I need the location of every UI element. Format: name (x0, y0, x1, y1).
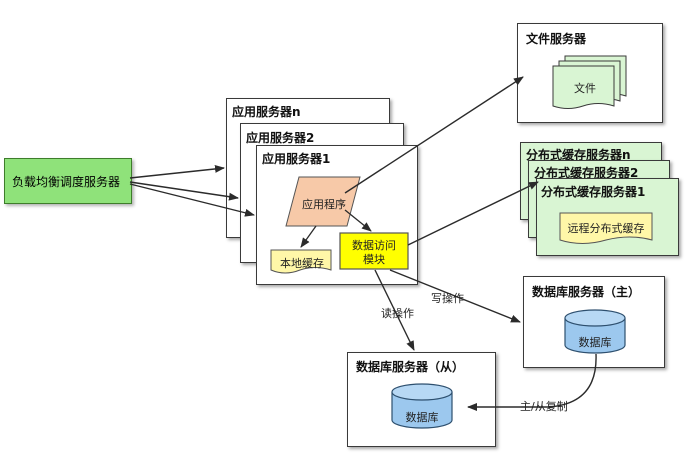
edge-lb-to-app-2 (129, 181, 239, 201)
db-slave-label: 数据库 (405, 411, 439, 424)
app-server-1-title: 应用服务器1 (262, 152, 331, 166)
load-balancer-label: 负载均衡调度服务器 (12, 175, 121, 189)
file-server-title: 文件服务器 (526, 32, 587, 46)
db-master-label: 数据库 (578, 336, 612, 349)
cache-server-2-title: 分布式缓存服务器2 (534, 166, 639, 180)
cache-server-1-title: 分布式缓存服务器1 (541, 185, 646, 199)
edge-app-to-file-server (344, 76, 524, 194)
read-edge-label: 读操作 (381, 307, 414, 320)
db-master-title: 数据库服务器（主） (532, 285, 641, 299)
edge-replicate (467, 353, 597, 411)
file-label: 文件 (574, 82, 596, 95)
edge-write (389, 269, 521, 323)
edge-read (374, 269, 415, 351)
remote-cache-node (559, 212, 653, 244)
app-program-node (285, 176, 361, 227)
edge-app-to-data-access (344, 209, 372, 232)
db-slave-title: 数据库服务器（从） (356, 360, 465, 374)
cache-server-n-title: 分布式缓存服务器n (526, 148, 631, 162)
load-balancer-node[interactable] (4, 158, 132, 204)
local-cache-label: 本地缓存 (280, 257, 324, 270)
data-access-label-1: 数据访问 (352, 239, 396, 252)
edge-lb-to-app-1 (129, 183, 255, 217)
edge-lb-to-app-n (129, 164, 225, 179)
data-access-node (339, 232, 409, 270)
app-server-2-title: 应用服务器2 (246, 131, 315, 145)
local-cache-node (270, 249, 332, 274)
write-edge-label: 写操作 (431, 292, 464, 305)
edge-data-access-to-cache (407, 181, 539, 246)
db-master-cylinder (564, 309, 626, 354)
replicate-edge-label: 主/从复制 (520, 400, 568, 413)
db-slave-cylinder (391, 383, 453, 429)
data-access-label-2: 模块 (363, 253, 385, 266)
app-program-label: 应用程序 (302, 198, 346, 211)
edge-app-to-local-cache (300, 225, 317, 248)
app-server-n-title: 应用服务器n (232, 105, 301, 119)
remote-cache-label: 远程分布式缓存 (567, 222, 645, 235)
file-icon (552, 55, 627, 109)
